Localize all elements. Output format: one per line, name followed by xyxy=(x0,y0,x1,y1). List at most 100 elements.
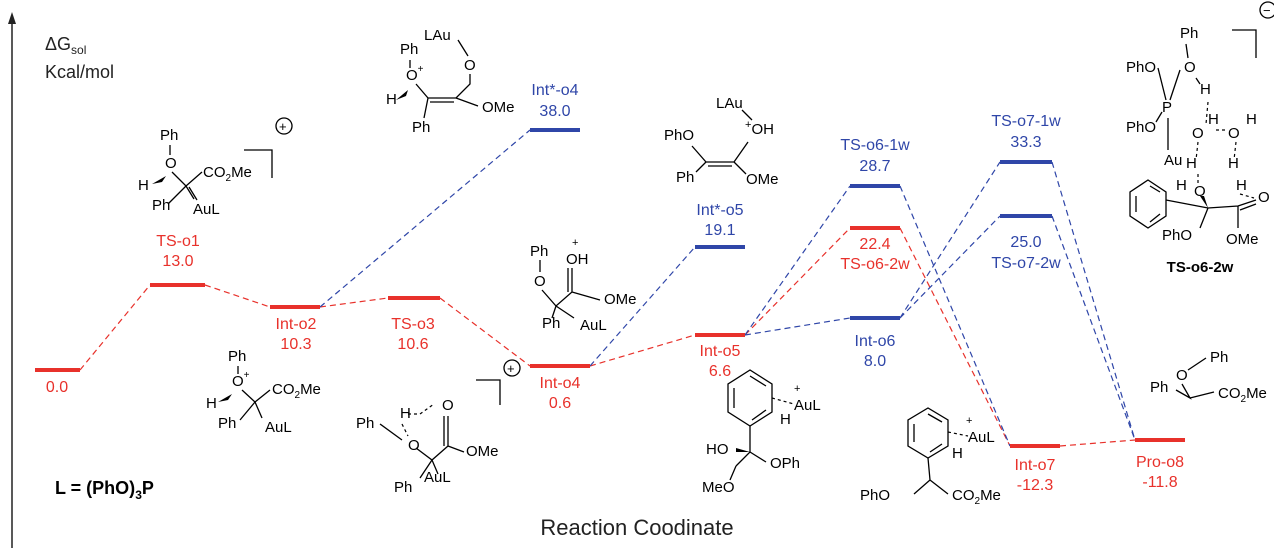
atom-label: OMe xyxy=(604,291,637,308)
level-value: 13.0 xyxy=(162,253,193,270)
atom-label: + xyxy=(507,361,515,376)
connector xyxy=(79,284,151,371)
connector xyxy=(744,317,851,336)
atom-label: Ph xyxy=(152,197,170,214)
bond-line xyxy=(275,117,293,135)
atom-label: PhO xyxy=(860,487,890,504)
atom-label: H xyxy=(386,91,397,108)
atom-label: H xyxy=(1246,111,1257,128)
atom-label: CO2Me xyxy=(952,487,1001,507)
structure-ints-o4: Ph O+ H Ph LAu O OMe xyxy=(386,27,515,136)
bond-line xyxy=(907,407,949,459)
atom-label: OMe xyxy=(482,99,515,116)
bond-line xyxy=(1175,357,1215,400)
level-value: 6.6 xyxy=(709,363,731,380)
atom-label: + xyxy=(966,415,972,427)
atom-label: AuL xyxy=(968,429,995,446)
atom-label: O xyxy=(1228,125,1240,142)
level-value: 22.4 xyxy=(859,236,890,253)
atom-label: CO2Me xyxy=(1218,385,1267,405)
level-value: 0.0 xyxy=(46,379,68,396)
structure-ts-o1: Ph O H Ph CO2Me AuL + xyxy=(138,117,293,218)
atom-label: CO2Me xyxy=(272,381,321,401)
connector xyxy=(1051,161,1136,441)
level-labels: 0.0 TS-o1 13.0 Int-o2 10.3 TS-o3 10.6 In… xyxy=(46,82,1184,494)
connector xyxy=(899,227,1011,447)
atom-label: O xyxy=(1176,367,1188,384)
bond-line xyxy=(237,366,271,421)
atom-label: O+ xyxy=(406,64,424,84)
atom-label: CO2Me xyxy=(203,164,252,184)
bond-line xyxy=(244,149,273,178)
level-name: TS-o3 xyxy=(391,316,435,333)
atom-label: Ph xyxy=(400,41,418,58)
connector xyxy=(1051,215,1136,441)
atom-label: LAu xyxy=(716,95,743,112)
level-value: 28.7 xyxy=(859,158,890,175)
atom-label: PhO xyxy=(664,127,694,144)
atom-label: + xyxy=(279,119,287,134)
level-name: Int-o5 xyxy=(700,343,741,360)
atom-label: O xyxy=(534,273,546,290)
level-value: 19.1 xyxy=(704,222,735,239)
atom-label: Ph xyxy=(394,479,412,496)
bond-line xyxy=(771,397,795,405)
structure-ints-o5: LAu PhO +OH Ph OMe xyxy=(664,95,779,188)
bond-line xyxy=(1129,179,1167,229)
y-axis-title: ΔGsol xyxy=(45,34,86,57)
atom-label: O xyxy=(1192,125,1204,142)
structure-ts-o3: H O Ph O OMe Ph AuL + xyxy=(356,359,521,496)
bond-line xyxy=(729,426,767,481)
atom-label: PhO xyxy=(1126,59,1156,76)
connector xyxy=(899,215,1001,319)
atom-label: OMe xyxy=(466,443,499,460)
connector xyxy=(589,334,696,367)
bond-line xyxy=(727,369,773,427)
bond-line xyxy=(167,145,203,205)
bond-line xyxy=(1259,1,1274,19)
atom-label: O xyxy=(1184,59,1196,76)
atom-label: O xyxy=(165,155,177,172)
level-value: 38.0 xyxy=(539,103,570,120)
bond-line xyxy=(947,431,969,437)
y-axis-units: Kcal/mol xyxy=(45,62,114,82)
level-name: TS-o7-1w xyxy=(991,113,1061,130)
bond-line xyxy=(913,457,949,495)
level-name: Int-o6 xyxy=(855,333,896,350)
connector xyxy=(899,185,1011,447)
atom-label: H xyxy=(1186,155,1197,172)
level-value: 8.0 xyxy=(864,353,886,370)
atom-label: Ph xyxy=(676,169,694,186)
level-name: Pro-o8 xyxy=(1136,454,1184,471)
atom-label: H xyxy=(138,177,149,194)
atom-label: H xyxy=(1176,177,1187,194)
level-name: TS-o1 xyxy=(156,233,200,250)
level-name: Int-o7 xyxy=(1015,457,1056,474)
atom-label: Ph xyxy=(1180,25,1198,42)
bond-line xyxy=(1165,199,1257,229)
bond-line xyxy=(409,39,479,119)
atom-label: LAu xyxy=(424,27,451,44)
connector xyxy=(744,227,851,336)
atom-label: AuL xyxy=(580,317,607,334)
level-name: Int-o2 xyxy=(276,316,317,333)
connector xyxy=(319,129,531,308)
atom-label: PhO xyxy=(1126,119,1156,136)
bond-line xyxy=(476,379,501,405)
atom-label: Ph xyxy=(228,348,246,365)
connectors xyxy=(79,129,1136,447)
atom-label: H xyxy=(1208,111,1219,128)
level-bars xyxy=(35,128,1185,448)
atom-label: AuL xyxy=(424,469,451,486)
structure-int-o4: Ph O OH + OMe Ph AuL xyxy=(530,237,637,334)
bond-line xyxy=(379,416,465,479)
structure-int-o2: Ph O+ H Ph CO2Me AuL xyxy=(206,348,321,436)
atom-label: Ph xyxy=(356,415,374,432)
level-name: Int*-o4 xyxy=(531,82,578,99)
level-value: -11.8 xyxy=(1142,474,1177,491)
connector xyxy=(319,297,389,308)
atom-label: Ph xyxy=(530,243,548,260)
level-value: 33.3 xyxy=(1010,134,1041,151)
level-value: 10.3 xyxy=(280,336,311,353)
